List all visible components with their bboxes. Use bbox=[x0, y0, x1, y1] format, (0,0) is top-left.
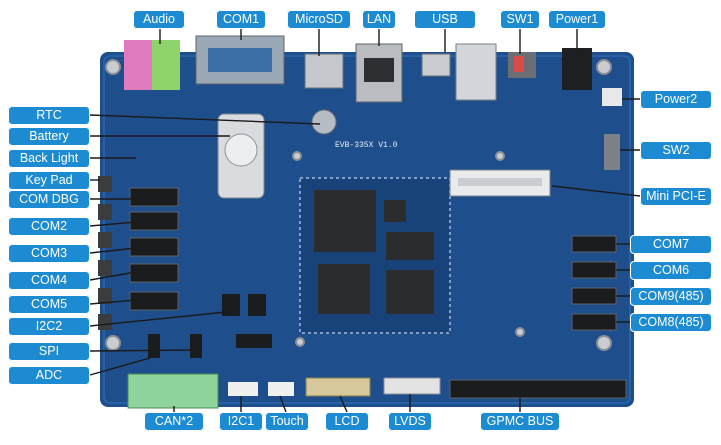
label-gpmc-bus: GPMC BUS bbox=[480, 412, 560, 431]
label-com2: COM2 bbox=[8, 217, 90, 236]
cpu-chip bbox=[314, 190, 376, 252]
mounting-holes bbox=[105, 59, 612, 351]
label-com8-485: COM8(485) bbox=[630, 313, 712, 332]
label-com4: COM4 bbox=[8, 271, 90, 290]
left-buttons bbox=[98, 176, 112, 330]
label-usb: USB bbox=[414, 10, 476, 29]
microsd-slot bbox=[304, 53, 344, 89]
label-microsd: MicroSD bbox=[287, 10, 351, 29]
i2c1-connector bbox=[228, 382, 258, 396]
label-com9-485: COM9(485) bbox=[630, 287, 712, 306]
label-battery: Battery bbox=[8, 127, 90, 146]
leader-lines bbox=[89, 28, 641, 413]
lvds-connector bbox=[383, 377, 441, 395]
label-adc: ADC bbox=[8, 366, 90, 385]
label-com3: COM3 bbox=[8, 244, 90, 263]
right-headers bbox=[571, 235, 617, 331]
gpmc-bus-header bbox=[449, 379, 627, 399]
label-sw1: SW1 bbox=[500, 10, 540, 29]
label-back-light: Back Light bbox=[8, 149, 90, 168]
usb-a bbox=[455, 43, 497, 101]
label-sw2: SW2 bbox=[640, 141, 712, 160]
label-power1: Power1 bbox=[548, 10, 606, 29]
label-mini-pcie: Mini PCI-E bbox=[640, 187, 712, 206]
label-lcd: LCD bbox=[325, 412, 369, 431]
label-i2c2: I2C2 bbox=[8, 317, 90, 336]
label-spi: SPI bbox=[8, 342, 90, 361]
power2-connector bbox=[602, 88, 622, 106]
audio-jacks bbox=[124, 40, 180, 90]
label-com7: COM7 bbox=[630, 235, 712, 254]
touch-connector bbox=[268, 382, 294, 396]
label-com1: COM1 bbox=[216, 10, 266, 29]
can-terminal bbox=[127, 373, 219, 409]
label-power2: Power2 bbox=[640, 90, 712, 109]
label-lvds: LVDS bbox=[388, 412, 432, 431]
silkscreen-model: EVB-335X V1.0 bbox=[335, 141, 398, 150]
power1-jack bbox=[562, 48, 592, 90]
label-audio: Audio bbox=[133, 10, 185, 29]
left-headers bbox=[129, 187, 179, 311]
label-com-dbg: COM DBG bbox=[8, 190, 90, 209]
label-i2c1: I2C1 bbox=[219, 412, 263, 431]
label-touch: Touch bbox=[265, 412, 309, 431]
label-com6: COM6 bbox=[630, 261, 712, 280]
label-can2: CAN*2 bbox=[144, 412, 204, 431]
misc-headers bbox=[148, 294, 272, 358]
label-lan: LAN bbox=[362, 10, 396, 29]
label-key-pad: Key Pad bbox=[8, 171, 90, 190]
usb-mini bbox=[421, 53, 451, 77]
label-com5: COM5 bbox=[8, 295, 90, 314]
sw2-switch bbox=[604, 134, 620, 170]
lcd-connector bbox=[305, 377, 371, 397]
rtc-crystal bbox=[311, 109, 337, 135]
label-rtc: RTC bbox=[8, 106, 90, 125]
